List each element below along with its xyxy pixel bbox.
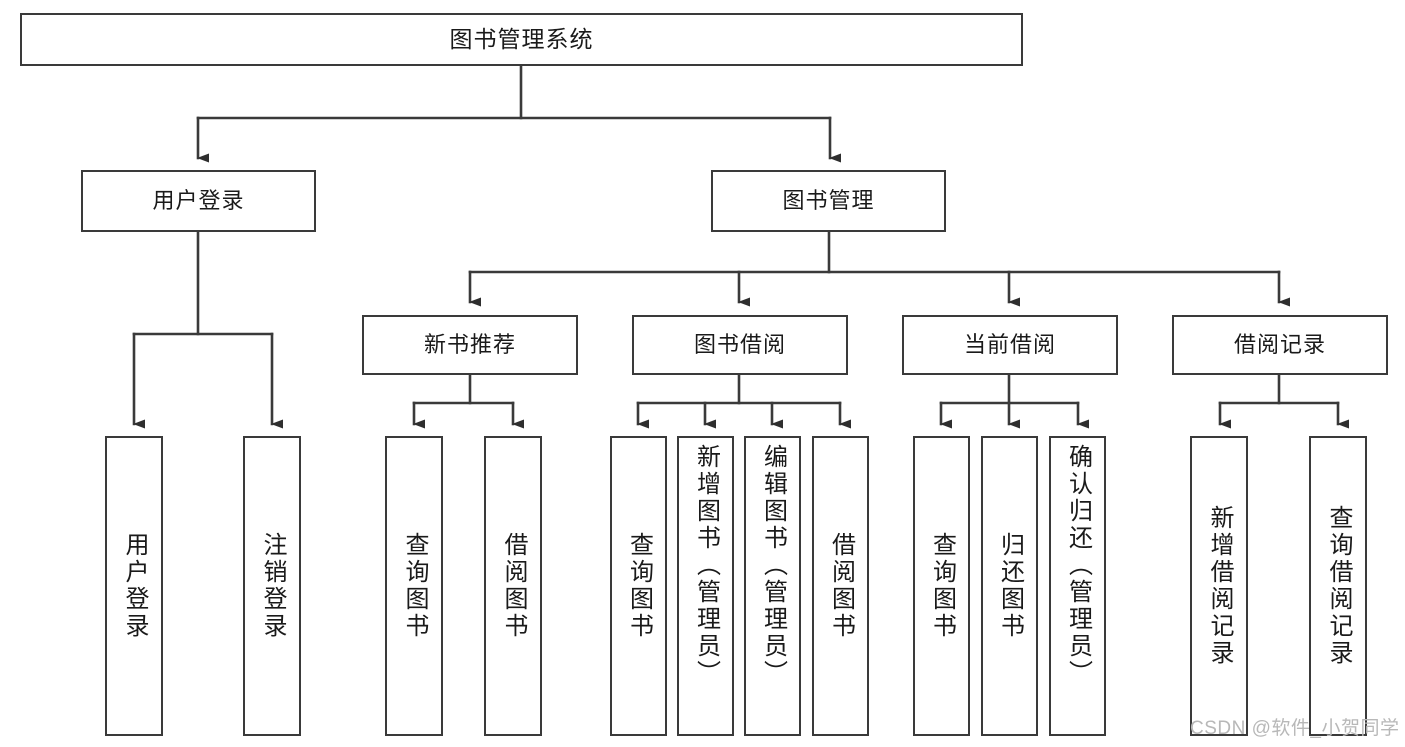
node-leaf-confirm-return-admin[interactable]: 确认归还（管理员） [1049, 436, 1106, 736]
node-leaf-borrow-book-borrow-label: 借阅图书 [827, 532, 855, 640]
node-leaf-confirm-return-admin-label: 确认归还（管理员） [1064, 444, 1092, 687]
node-leaf-add-borrow-record[interactable]: 新增借阅记录 [1190, 436, 1248, 736]
node-borrow-record[interactable]: 借阅记录 [1172, 315, 1388, 375]
node-book-borrow-label: 图书借阅 [693, 332, 786, 358]
node-book-management[interactable]: 图书管理 [711, 170, 946, 232]
node-leaf-query-book-current-label: 查询图书 [928, 532, 956, 640]
node-new-book-recommend-label: 新书推荐 [423, 332, 516, 358]
node-leaf-query-borrow-record-label: 查询借阅记录 [1325, 505, 1352, 667]
node-new-book-recommend[interactable]: 新书推荐 [362, 315, 578, 375]
node-leaf-logout-login-label: 注销登录 [259, 532, 286, 640]
node-borrow-record-label: 借阅记录 [1233, 332, 1326, 358]
node-book-management-label: 图书管理 [782, 188, 875, 214]
csdn-watermark: CSDN @软件_小贺同学 [1190, 718, 1400, 739]
node-leaf-logout-login[interactable]: 注销登录 [243, 436, 301, 736]
node-leaf-add-book-admin-label: 新增图书（管理员） [692, 444, 720, 687]
node-leaf-add-borrow-record-label: 新增借阅记录 [1206, 505, 1233, 667]
node-leaf-user-login-label: 用户登录 [121, 532, 148, 640]
node-leaf-query-book-recommend-label: 查询图书 [401, 532, 428, 640]
node-leaf-query-book-recommend[interactable]: 查询图书 [385, 436, 443, 736]
node-leaf-borrow-book-recommend-label: 借阅图书 [500, 532, 527, 640]
node-current-borrow[interactable]: 当前借阅 [902, 315, 1118, 375]
node-user-login-label: 用户登录 [152, 188, 245, 214]
node-root-label: 图书管理系统 [449, 25, 594, 52]
node-leaf-query-book-current[interactable]: 查询图书 [913, 436, 970, 736]
node-leaf-add-book-admin[interactable]: 新增图书（管理员） [677, 436, 734, 736]
node-leaf-edit-book-admin-label: 编辑图书（管理员） [759, 444, 787, 687]
node-leaf-user-login[interactable]: 用户登录 [105, 436, 163, 736]
node-leaf-query-borrow-record[interactable]: 查询借阅记录 [1309, 436, 1367, 736]
node-leaf-query-book-borrow-label: 查询图书 [625, 532, 653, 640]
node-leaf-borrow-book-recommend[interactable]: 借阅图书 [484, 436, 542, 736]
node-leaf-return-book[interactable]: 归还图书 [981, 436, 1038, 736]
node-leaf-return-book-label: 归还图书 [996, 532, 1024, 640]
node-leaf-borrow-book-borrow[interactable]: 借阅图书 [812, 436, 869, 736]
node-current-borrow-label: 当前借阅 [963, 332, 1056, 358]
node-leaf-edit-book-admin[interactable]: 编辑图书（管理员） [744, 436, 801, 736]
node-leaf-query-book-borrow[interactable]: 查询图书 [610, 436, 667, 736]
node-root-book-management-system[interactable]: 图书管理系统 [20, 13, 1023, 66]
node-book-borrow[interactable]: 图书借阅 [632, 315, 848, 375]
node-user-login[interactable]: 用户登录 [81, 170, 316, 232]
